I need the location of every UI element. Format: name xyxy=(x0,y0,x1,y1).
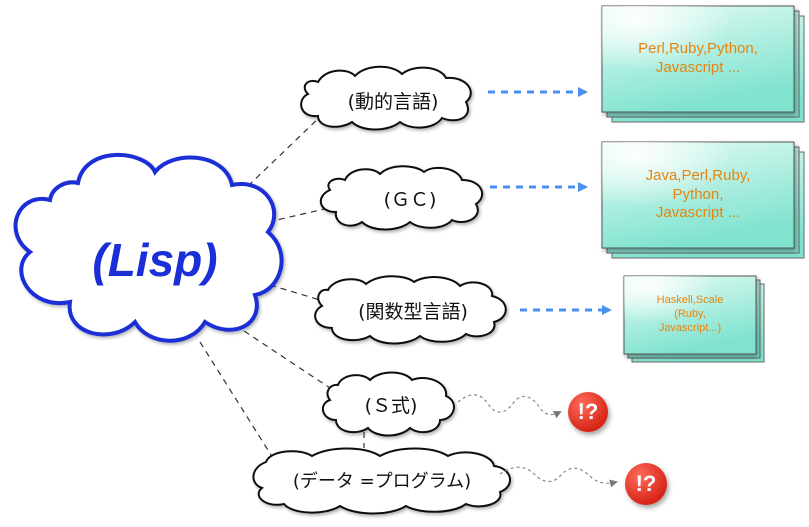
connector-line-sexp xyxy=(234,324,337,393)
card-text-gc: Java,Perl,Ruby, Python, Javascript ... xyxy=(645,166,751,222)
connector-line-dynamic xyxy=(247,114,323,187)
card-text-dynamic-language: Perl,Ruby,Python, Javascript ... xyxy=(638,40,758,76)
cloud-dynamic-language xyxy=(300,65,472,131)
gray-arrows xyxy=(457,394,618,488)
connector-line-data-program xyxy=(199,341,279,467)
branch-clouds xyxy=(252,65,511,515)
card-stack-dynamic xyxy=(601,5,805,123)
card-glow xyxy=(624,276,756,354)
cloud-functional-language xyxy=(314,275,507,345)
branch-label-s-expression: (Ｓ式) xyxy=(364,394,418,417)
lisp-cloud-shape xyxy=(13,153,284,343)
blue-arrows xyxy=(488,87,612,315)
exclamation-question-badge-icon xyxy=(625,463,667,505)
squiggle-arrow-data-program xyxy=(499,466,618,488)
card-stack-gc xyxy=(601,141,805,259)
branch-label-dynamic-language: (動的言語) xyxy=(347,90,439,113)
card-glow xyxy=(602,6,794,112)
branch-label-data-equals-program: (データ =プログラム) xyxy=(292,471,472,492)
squiggle-arrow-sexp xyxy=(457,394,562,419)
card-glow xyxy=(602,142,794,248)
cloud-s-expression xyxy=(321,371,455,437)
badge-text-s-expression: !? xyxy=(577,399,599,424)
cloud-gc xyxy=(320,165,484,231)
exclamation-question-badge-icon xyxy=(568,392,608,432)
branch-label-gc: (ＧＣ) xyxy=(383,188,437,211)
lisp-label: (Lisp) xyxy=(92,234,218,286)
badge-text-data-equals-program: !? xyxy=(635,471,657,496)
branch-label-functional-language: (関数型言語) xyxy=(358,300,468,323)
card-text-functional-language: Haskell,Scale (Ruby, Javascript...) xyxy=(656,294,724,334)
connector-line-gc xyxy=(267,204,343,223)
connector-lines xyxy=(199,114,365,467)
card-stack-functional xyxy=(623,275,765,363)
badges xyxy=(568,392,667,505)
connector-line-functional xyxy=(269,284,321,301)
cloud-data-equals-program xyxy=(252,447,511,515)
